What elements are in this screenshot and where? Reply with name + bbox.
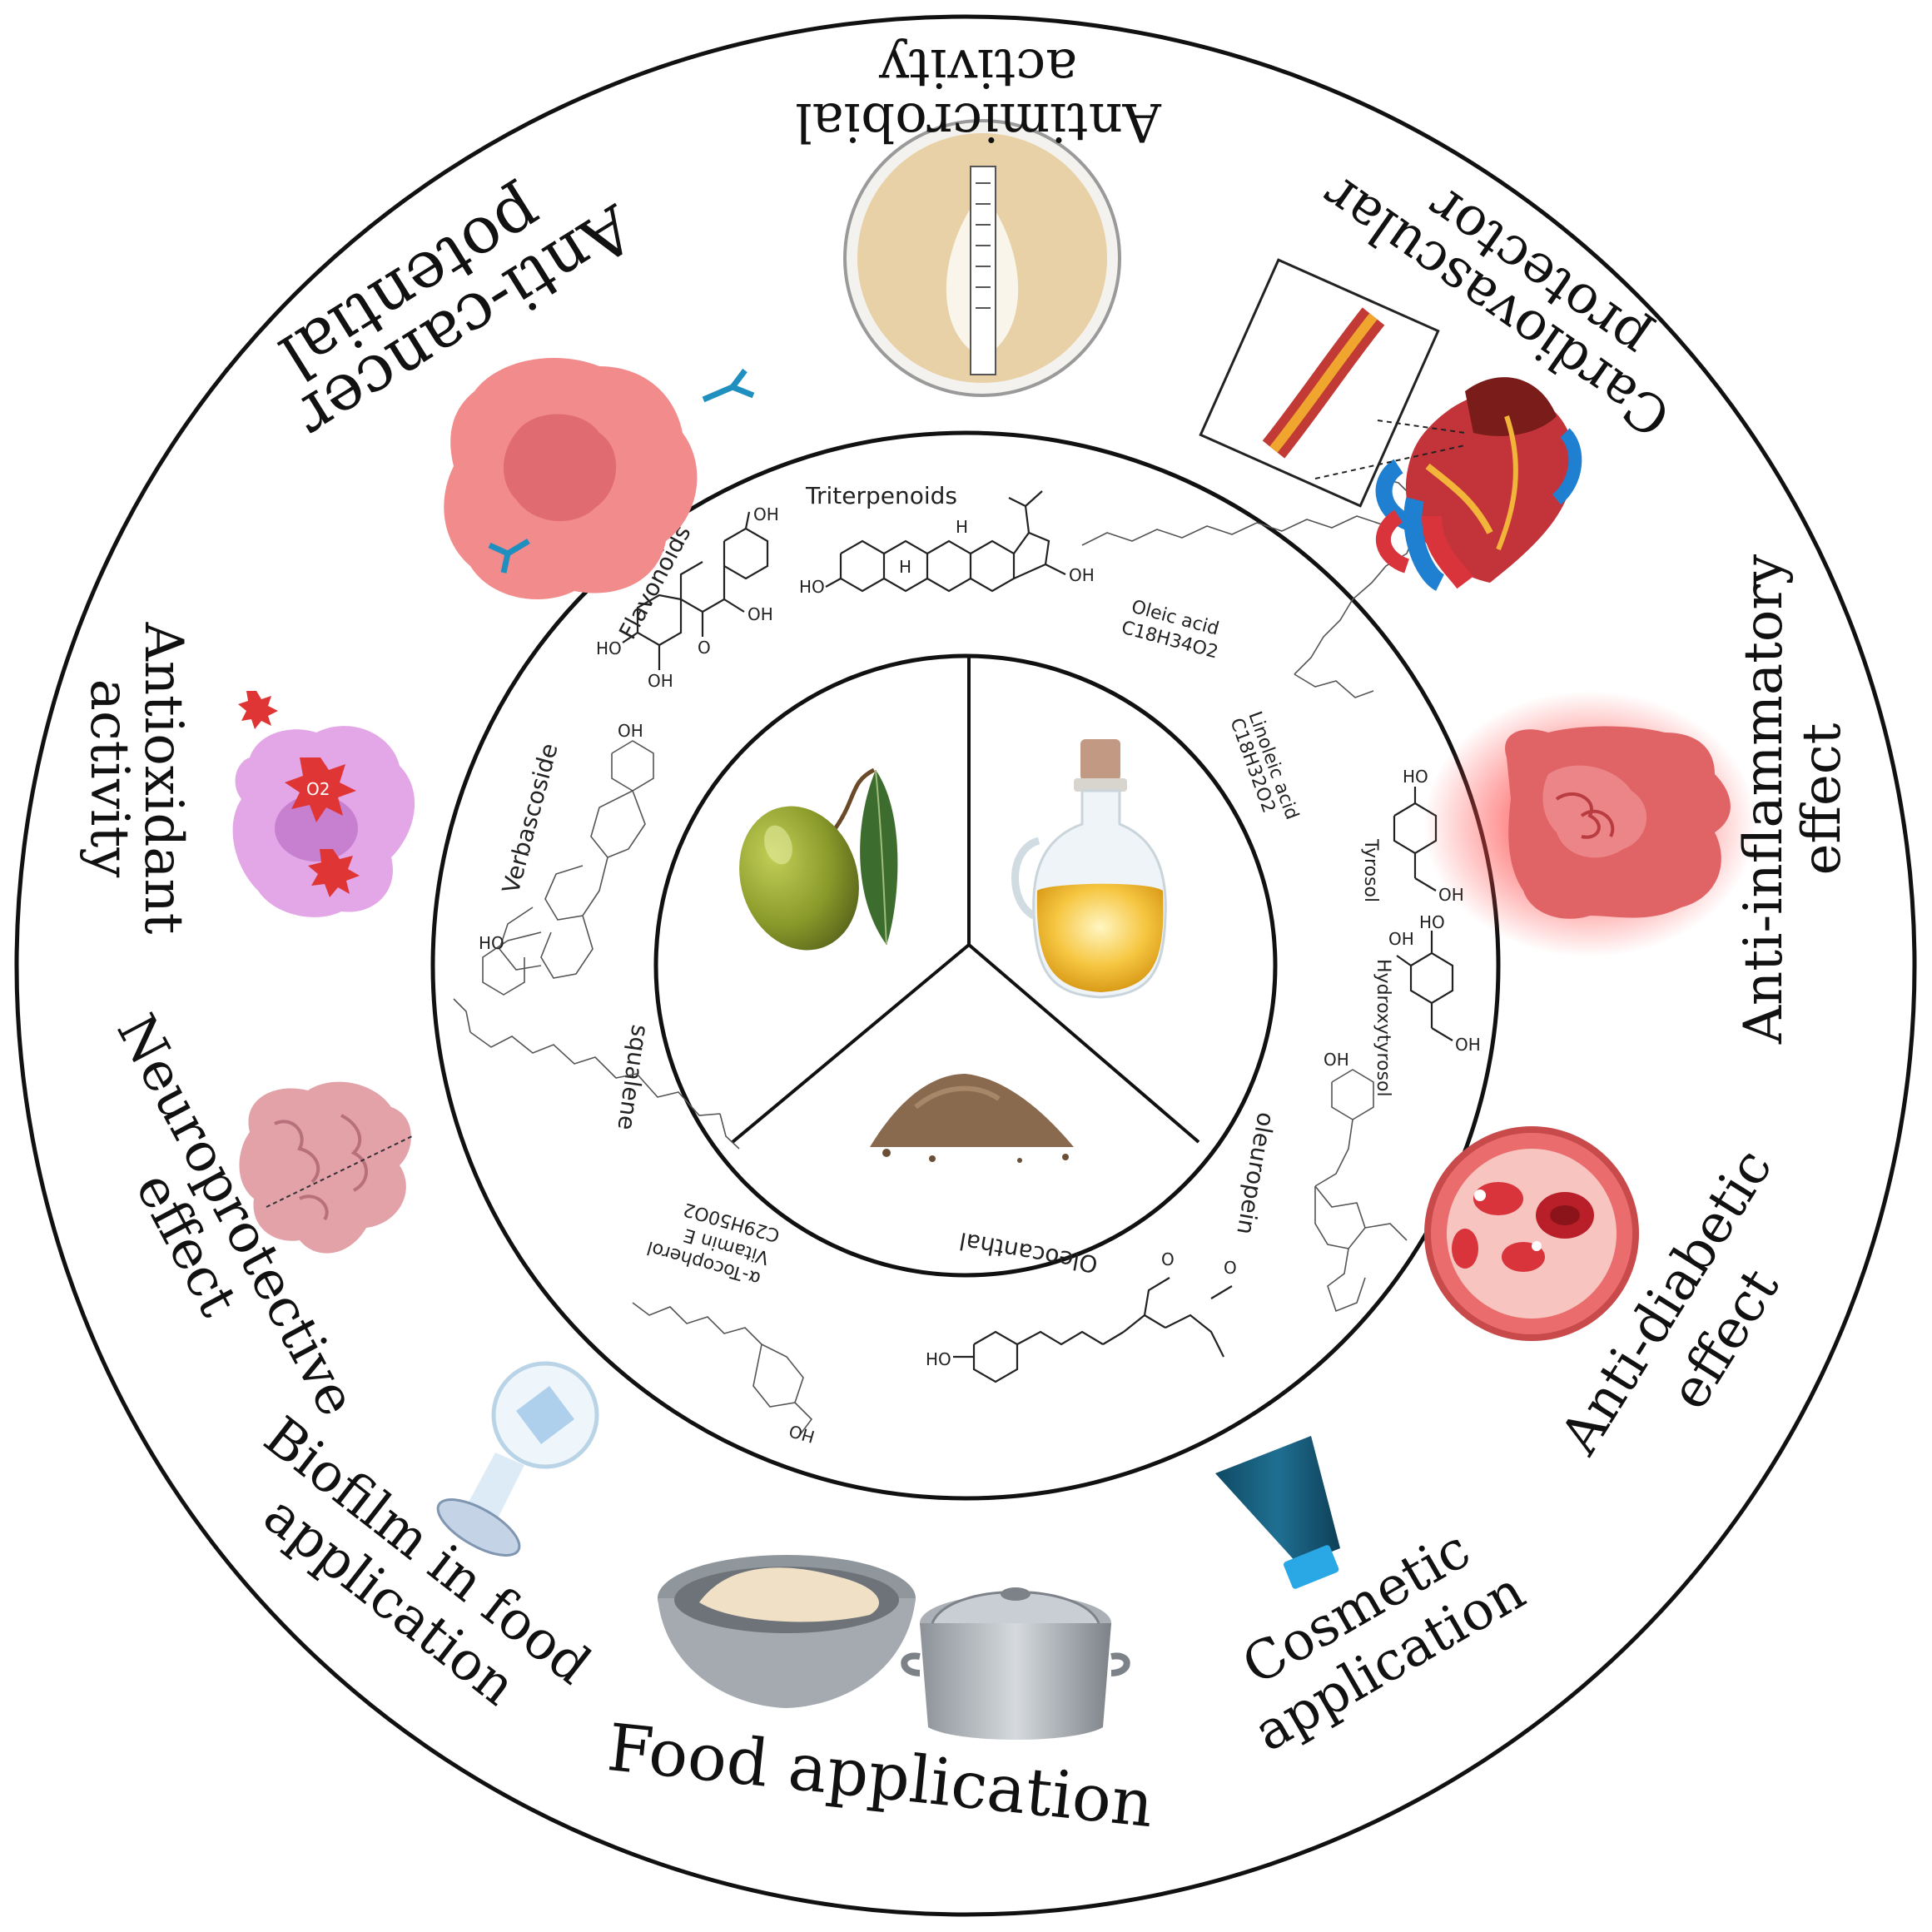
compound-hydroxytyrosol: Hydroxytyrosol OH HO OH xyxy=(1373,912,1481,1097)
compound-triterpenoids: Triterpenoids HO OH H H xyxy=(799,482,1095,597)
flavonoid-oh-top: OH xyxy=(753,504,779,524)
svg-text:effect: effect xyxy=(1791,723,1853,875)
verbascoside-oh-1: OH xyxy=(618,721,643,741)
svg-text:activity: activity xyxy=(879,37,1078,98)
olive-powder-icon xyxy=(870,1074,1074,1163)
antibody-icon-1 xyxy=(702,368,755,403)
triterpenoid-h2: H xyxy=(956,517,968,537)
cosmetic-tube-icon xyxy=(1215,1436,1340,1589)
compound-squalene: squalene xyxy=(453,998,740,1150)
inner-ring xyxy=(653,653,1278,1278)
label-cosmetic: Cosmetic application xyxy=(1233,1519,1536,1765)
ring-structure xyxy=(14,14,1917,1917)
antimicrobial-petri-dish-icon xyxy=(843,119,1121,397)
anti-cancer-cell-icon xyxy=(444,358,755,599)
compound-tocopherol: α-Tocopherol Vitamin E C29H50O2 HO xyxy=(632,1198,817,1448)
oleocanthal-ho: HO xyxy=(926,1349,951,1369)
oleuropein-oh: OH xyxy=(1324,1050,1349,1070)
svg-text:activity: activity xyxy=(78,679,140,878)
cardiovascular-heart-icon xyxy=(1199,258,1582,591)
ros-burst-1: O2 xyxy=(285,757,356,822)
verbascoside-label: Verbascoside xyxy=(497,740,564,896)
flavonoid-o: O xyxy=(698,638,711,658)
svg-text:Antimicrobial: Antimicrobial xyxy=(795,91,1162,152)
hydroxytyrosol-oh2: OH xyxy=(1455,1035,1481,1055)
biofilm-petri-dish-icon xyxy=(436,1361,599,1557)
triterpenoid-ho: HO xyxy=(799,577,825,597)
oleuropein-label: oleuropein xyxy=(1231,1110,1279,1237)
compound-verbascoside: Verbascoside OH HO xyxy=(479,721,654,996)
neuroprotective-brain-icon xyxy=(239,1081,413,1254)
inner-dividers xyxy=(731,656,1200,1144)
flavonoid-ho: HO xyxy=(596,638,622,658)
flavonoid-oh-right: OH xyxy=(747,604,773,624)
artery-zoom-box xyxy=(1199,258,1466,508)
svg-text:Anti-inflammatory: Anti-inflammatory xyxy=(1733,554,1795,1045)
tyrosol-label: Tyrosol xyxy=(1360,838,1381,902)
outer-ring xyxy=(14,14,1917,1917)
hydroxytyrosol-oh1: OH xyxy=(1388,929,1414,949)
verbascoside-ho-1: HO xyxy=(479,933,504,953)
hydroxytyrosol-label: Hydroxytyrosol xyxy=(1373,959,1393,1097)
triterpenoid-h1: H xyxy=(899,557,911,577)
food-bowl-icon xyxy=(658,1555,916,1708)
label-anti-inflammatory: Anti-inflammatory effect xyxy=(1733,554,1853,1045)
food-pot-icon xyxy=(901,1587,1130,1740)
flavonoid-oh-bottom: OH xyxy=(648,671,673,691)
tyrosol-ho: HO xyxy=(1403,767,1428,787)
ros-burst-3 xyxy=(238,691,278,729)
tocopherol-ho: HO xyxy=(787,1421,817,1448)
olive-oil-bottle-icon xyxy=(1011,739,1167,999)
label-antioxidant: Antioxidant activity xyxy=(78,622,194,935)
triterpenoid-oh: OH xyxy=(1069,565,1095,585)
compound-oleocanthal: Oleocanthal HO O O xyxy=(926,1227,1237,1383)
svg-text:O2: O2 xyxy=(306,779,330,799)
compound-oleic-acid: Oleic acid C18H34O2 xyxy=(1081,515,1408,663)
olive-fruit-icon xyxy=(739,767,898,951)
ros-burst-2 xyxy=(308,849,360,897)
triterpenoids-label: Triterpenoids xyxy=(805,482,957,509)
antioxidant-cell-icon: O2 xyxy=(232,691,415,917)
oleocanthal-o2: O xyxy=(1224,1258,1237,1278)
anti-inflammatory-intestine-icon xyxy=(1423,691,1756,957)
compound-linoleic-acid: Linoleic acid C18H32O2 xyxy=(1225,478,1433,822)
anti-diabetic-blood-vessel-icon xyxy=(1424,1126,1639,1341)
oleocanthal-o1: O xyxy=(1161,1249,1175,1269)
label-antimicrobial: Antimicrobial activity xyxy=(795,37,1162,152)
svg-text:Antioxidant: Antioxidant xyxy=(132,622,194,935)
middle-ring xyxy=(430,430,1501,1501)
hydroxytyrosol-ho: HO xyxy=(1419,912,1445,932)
antibody-icon-2 xyxy=(488,538,530,574)
